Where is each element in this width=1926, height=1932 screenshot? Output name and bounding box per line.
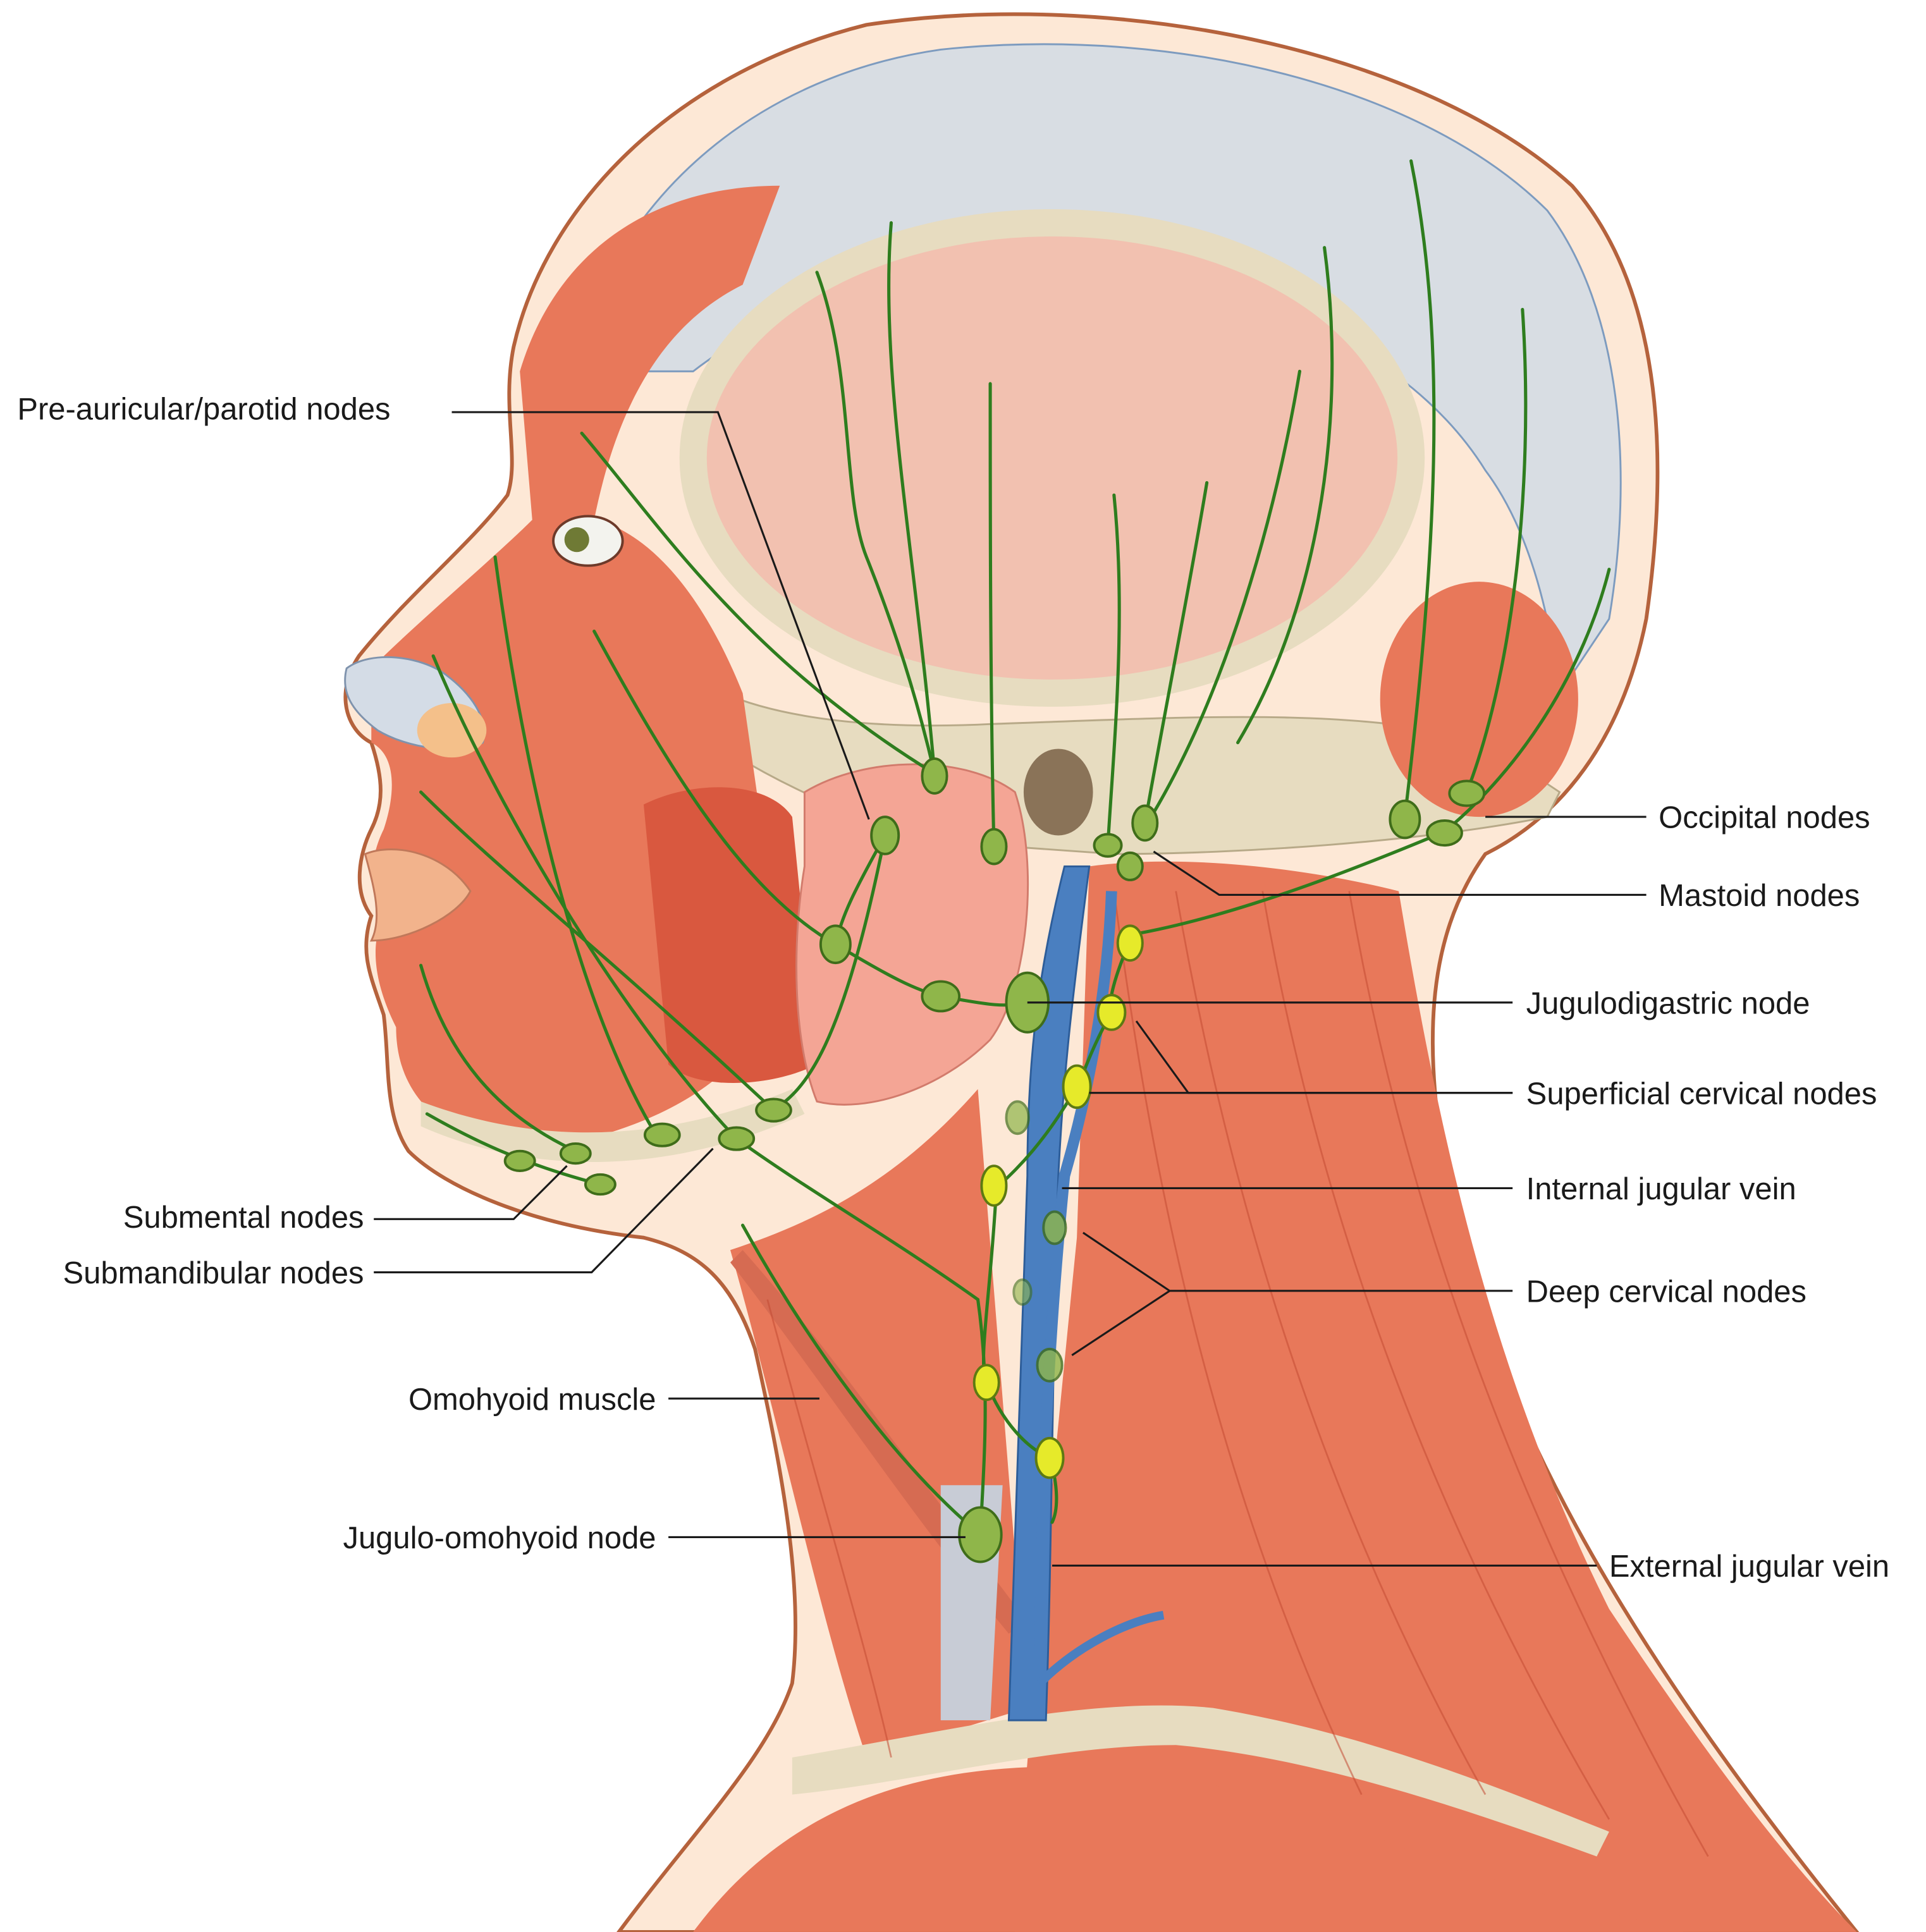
parotid-node — [870, 816, 900, 855]
submandibular-node — [643, 1122, 681, 1147]
superficial-cervical-node — [1034, 1436, 1065, 1479]
iris — [564, 527, 589, 553]
label-mastoid-nodes: Mastoid nodes — [1659, 879, 1860, 913]
leader-lines — [374, 411, 1647, 1567]
parotid-node — [921, 980, 961, 1013]
submental-node — [503, 1149, 536, 1172]
submandibular-node — [755, 1097, 792, 1123]
label-submandibular-nodes: Submandibular nodes — [63, 1256, 364, 1290]
label-external-jugular-vein: External jugular vein — [1609, 1550, 1889, 1584]
mastoid-node — [1116, 851, 1144, 881]
deep-cervical-node — [1036, 1347, 1064, 1383]
occipital-node — [1448, 780, 1486, 807]
parotid-node — [819, 924, 852, 965]
label-jugulo-omohyoid-node: Jugulo-omohyoid node — [343, 1521, 656, 1555]
masseter-muscle — [643, 787, 818, 1083]
submental-node — [584, 1173, 616, 1196]
vein-branch — [1036, 1610, 1165, 1687]
shoulder-muscles — [693, 1766, 1684, 1932]
label-preauricular-parotid-nodes: Pre-auricular/parotid nodes — [17, 393, 390, 427]
lips — [364, 848, 472, 942]
mastoid-process — [1023, 749, 1093, 836]
temporalis-muscle — [679, 209, 1425, 707]
label-superficial-cervical-nodes: Superficial cervical nodes — [1526, 1077, 1877, 1111]
lymph-nodes — [503, 757, 1486, 1563]
occipital-node — [1389, 799, 1421, 840]
mandible — [420, 1089, 805, 1162]
deep-cervical-node — [1042, 1210, 1067, 1245]
superficial-cervical-node — [1062, 1064, 1092, 1110]
clavicle — [792, 1705, 1609, 1857]
mastoid-node — [1093, 833, 1123, 858]
superficial-cervical-node — [1116, 924, 1144, 962]
superficial-cervical-node — [1096, 994, 1127, 1031]
superficial-cervical-node — [972, 1364, 1000, 1402]
label-submental-nodes: Submental nodes — [123, 1201, 364, 1235]
muscle-fibers — [766, 891, 1709, 1857]
submental-node — [559, 1142, 592, 1165]
preauricular-node — [921, 757, 948, 795]
superficial-cervical-node — [980, 1165, 1008, 1207]
label-occipital-nodes: Occipital nodes — [1659, 801, 1870, 835]
occipitalis-muscle — [1380, 582, 1578, 817]
nasal-ala — [417, 703, 487, 758]
parotid-gland — [795, 763, 1029, 1106]
label-omohyoid-muscle: Omohyoid muscle — [408, 1383, 656, 1417]
label-jugulodigastric-node: Jugulodigastric node — [1526, 986, 1810, 1020]
submandibular-node — [718, 1126, 756, 1151]
label-deep-cervical-nodes: Deep cervical nodes — [1526, 1275, 1806, 1309]
mastoid-node — [1131, 804, 1159, 842]
label-internal-jugular-vein: Internal jugular vein — [1526, 1172, 1796, 1206]
deep-cervical-node — [1012, 1278, 1033, 1306]
deep-cervical-node — [1005, 1100, 1030, 1135]
occipital-node — [1426, 819, 1463, 847]
jugulo-omohyoid-node — [958, 1506, 1003, 1563]
parotid-node — [980, 828, 1008, 865]
